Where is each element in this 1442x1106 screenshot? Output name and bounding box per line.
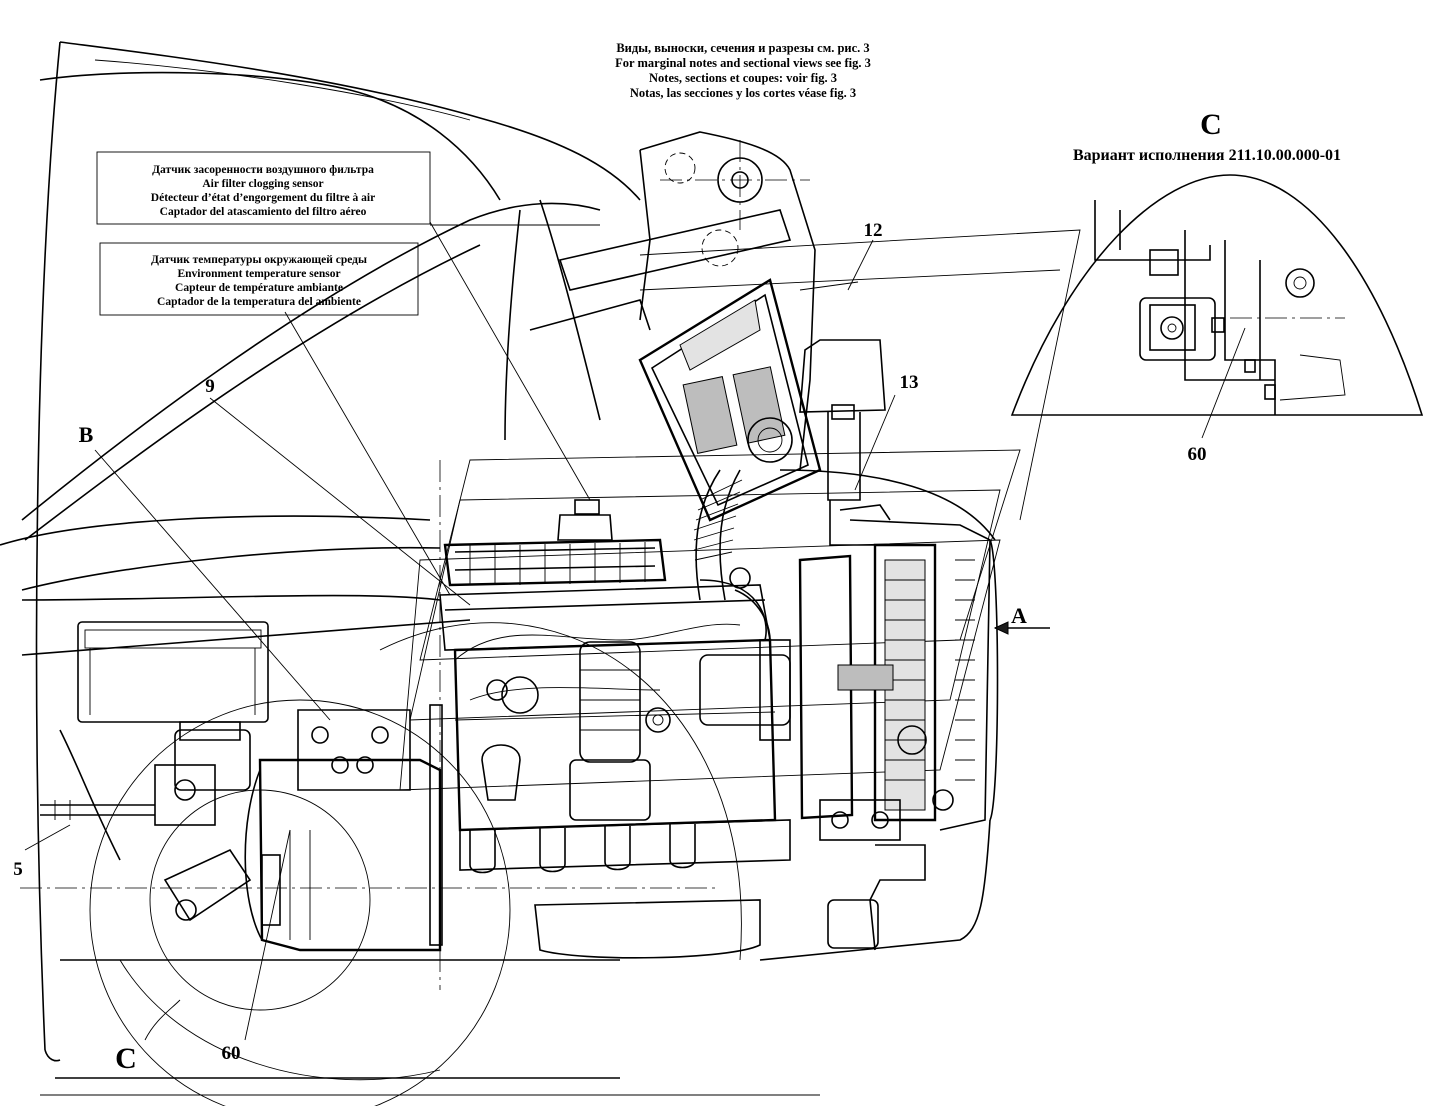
temperature-sensor-fr: Capteur de température ambiante: [175, 282, 343, 294]
air-intake-pipe: [799, 339, 886, 501]
temperature-sensor-box: Датчик температуры окружающей среды Envi…: [99, 242, 419, 316]
callout-c: C: [115, 1042, 137, 1075]
air-filter-housing: [638, 278, 822, 601]
detail-callout-60: 60: [1188, 444, 1207, 465]
air-filter-sensor-fr: Détecteur d’état d’engorgement du filtre…: [151, 192, 375, 204]
temperature-sensor-en: Environment temperature sensor: [177, 268, 340, 280]
callout-60: 60: [222, 1043, 241, 1064]
callout-a: A: [1011, 603, 1027, 628]
engine-block: [439, 499, 791, 959]
hydraulic-pump-assembly: [40, 704, 443, 952]
header-note-fr: Notes, sections et coupes: voir fig. 3: [649, 71, 837, 85]
leader-lines: [24, 221, 1246, 1041]
header-note: Виды, выноски, сечения и разрезы см. рис…: [615, 41, 871, 100]
grille-louvers: [955, 559, 975, 781]
header-note-es: Notas, las secciones y los cortes véase …: [630, 86, 856, 100]
air-filter-sensor-ru: Датчик засоренности воздушного фильтра: [152, 164, 374, 176]
header-note-en: For marginal notes and sectional views s…: [615, 56, 871, 70]
detail-view-c: [1010, 174, 1424, 416]
detail-view-letter: C: [1200, 108, 1222, 141]
pump-bolts: [311, 726, 389, 774]
callout-5: 5: [13, 859, 23, 880]
intake-hose-corrugations: [693, 479, 743, 561]
callout-b: B: [79, 422, 94, 447]
header-note-ru: Виды, выноски, сечения и разрезы см. рис…: [616, 41, 869, 55]
callout-12: 12: [864, 220, 883, 241]
battery-box: [77, 621, 269, 723]
detail-view-subtitle: Вариант исполнения 211.10.00.000-01: [1073, 147, 1341, 164]
air-filter-sensor-box: Датчик засоренности воздушного фильтра A…: [96, 151, 431, 225]
valve-cover-ribs: [469, 542, 646, 585]
cab-outline: [0, 41, 820, 1096]
lift-bracket: [529, 131, 816, 471]
callout-13: 13: [900, 372, 919, 393]
filter-element-mesh: [682, 366, 786, 454]
air-filter-sensor-es: Captador del atascamiento del filtro aér…: [160, 206, 367, 218]
callout-9: 9: [205, 376, 215, 397]
swept-arcs: [20, 460, 742, 1106]
temperature-sensor-es: Captador de la temperatura del ambiente: [157, 296, 361, 308]
temperature-sensor-ru: Датчик температуры окружающей среды: [151, 254, 367, 266]
radiator-assembly: [759, 469, 999, 961]
oil-pan-bays: [469, 824, 696, 874]
air-filter-sensor-en: Air filter clogging sensor: [202, 178, 323, 190]
